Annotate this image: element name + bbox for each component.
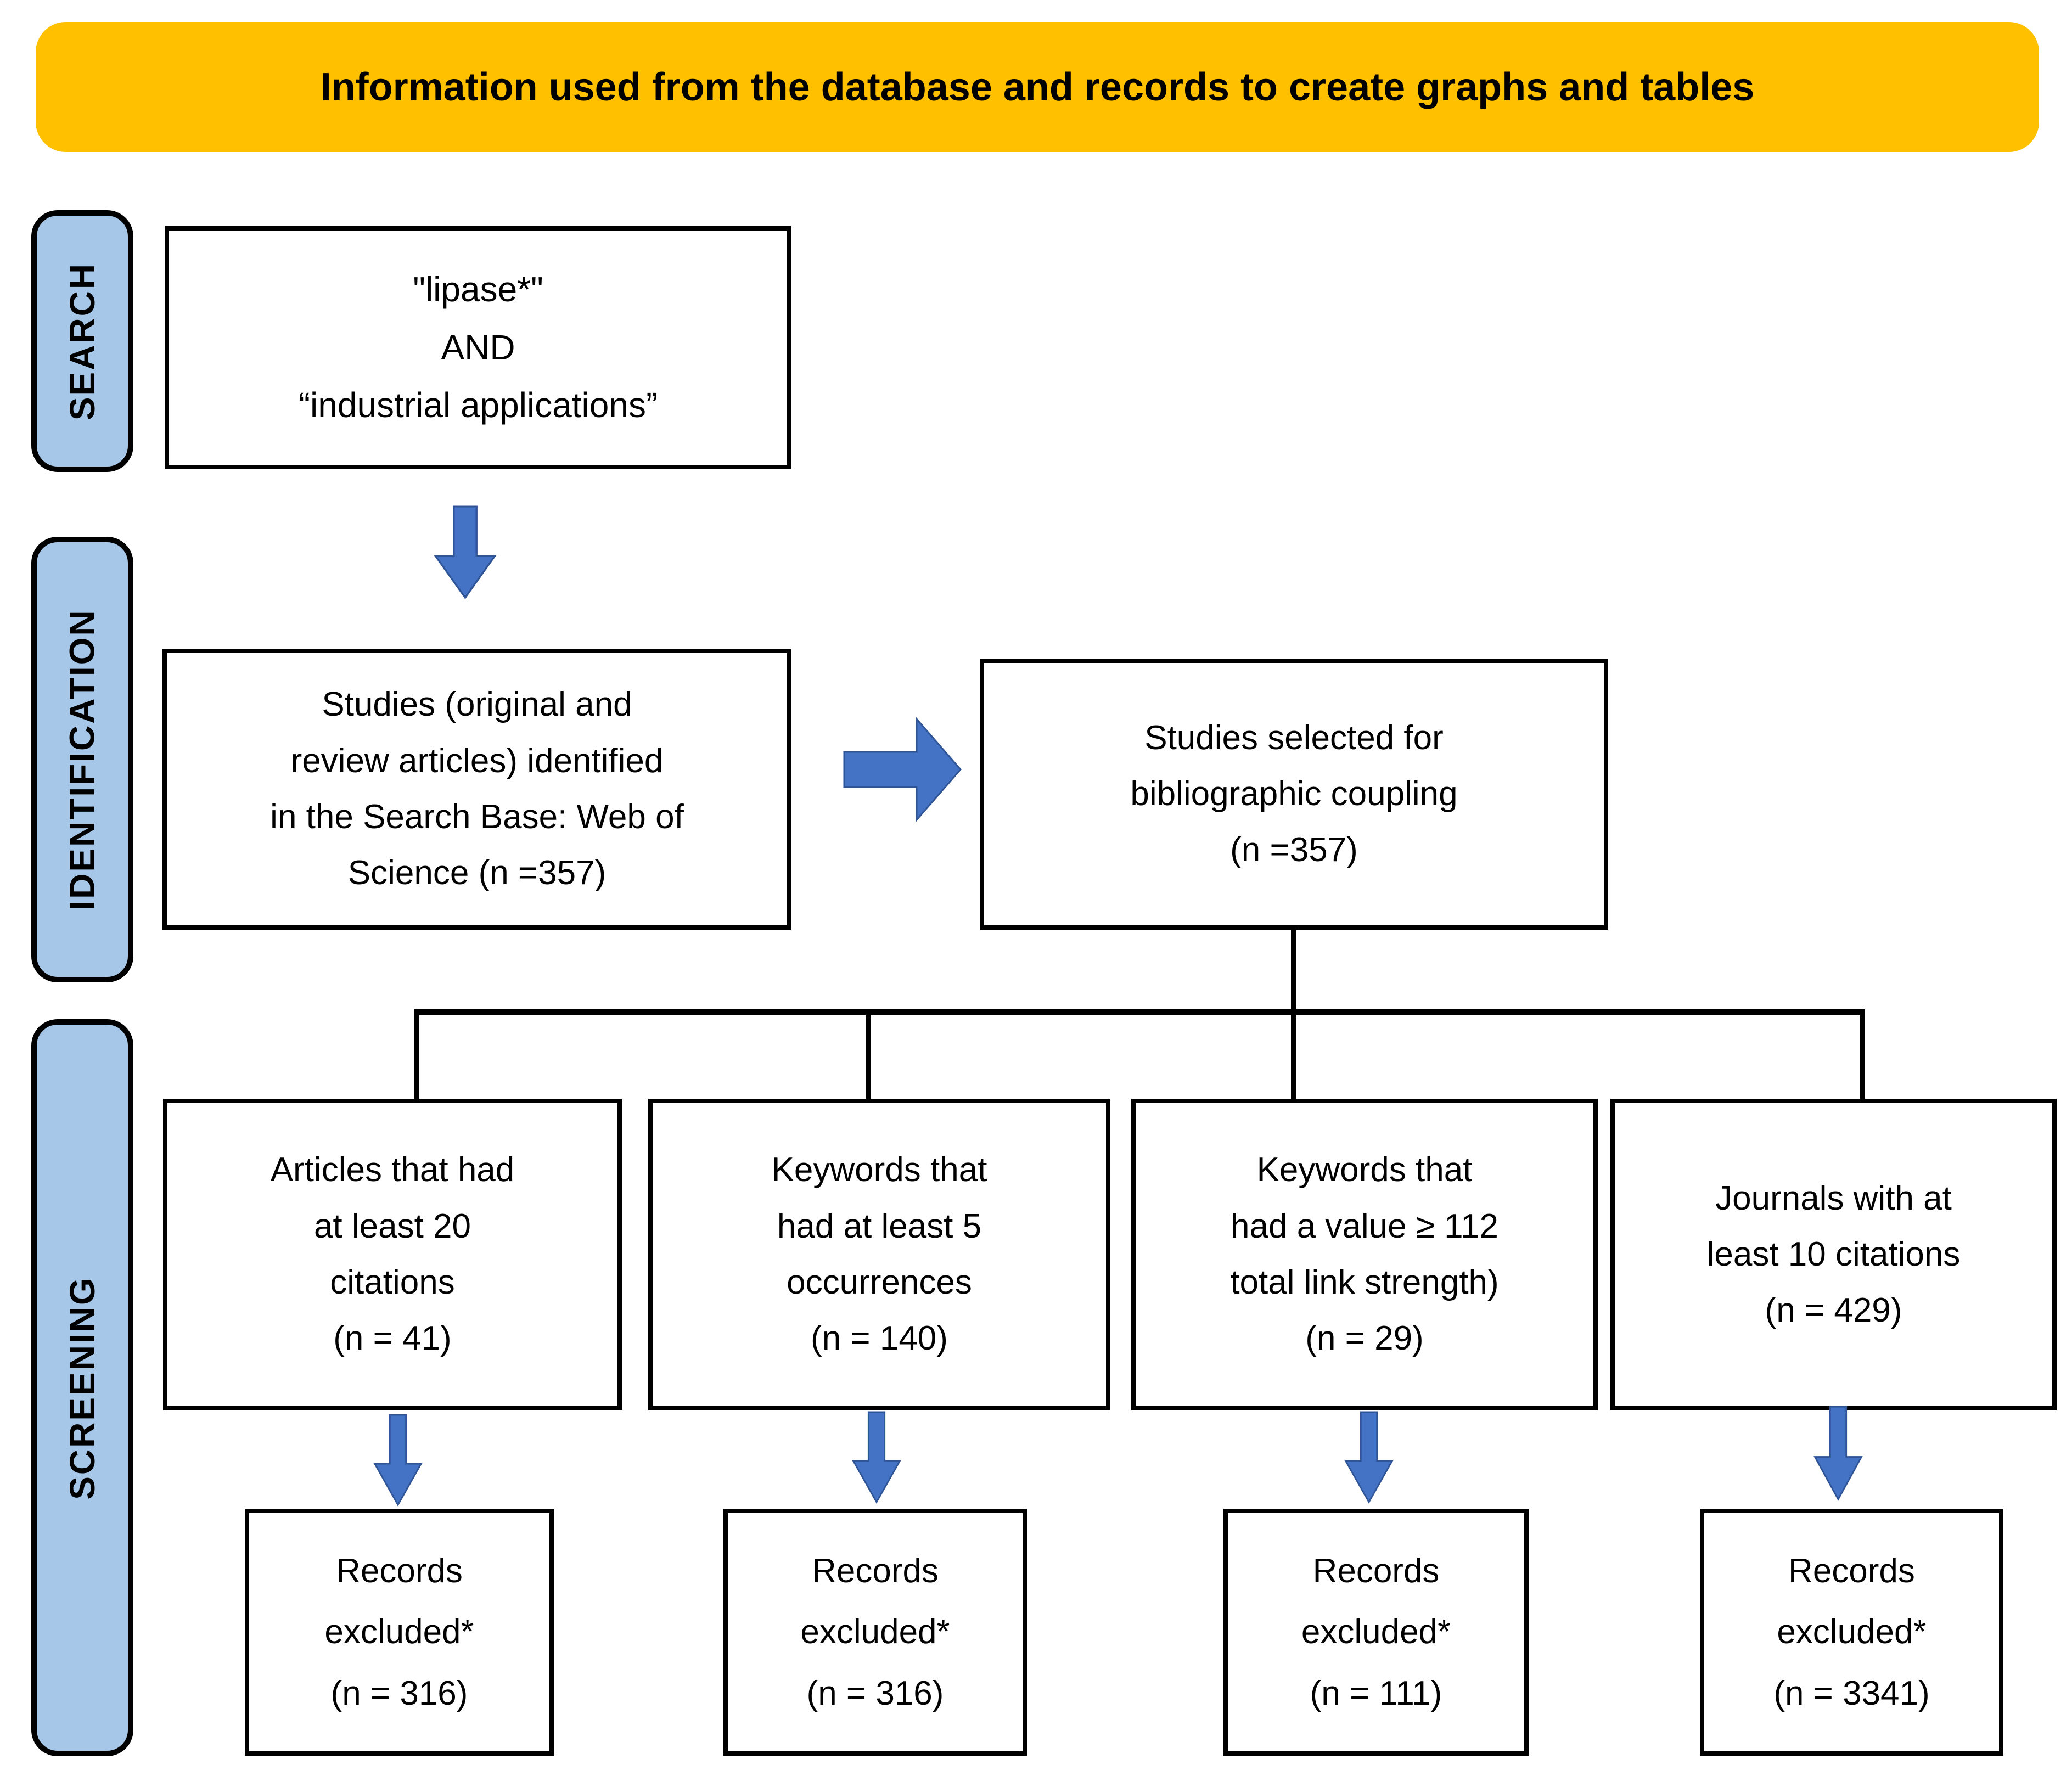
down-arrow-icon [1344,1410,1394,1504]
stage-label-search-text: SEARCH [63,262,102,420]
stage-label-identification-text: IDENTIFICATION [63,609,102,911]
criteria-box-articles-citations: Articles that had at least 20 citations … [163,1099,622,1410]
records-excluded-box: Records excluded* (n = 3341) [1700,1509,2003,1756]
criteria-box-journal-citations: Journals with at least 10 citations (n =… [1610,1099,2057,1410]
criteria-box-keyword-occurrences: Keywords that had at least 5 occurrences… [648,1099,1110,1410]
records-excluded-box: Records excluded* (n = 111) [1223,1509,1529,1756]
title-text: Information used from the database and r… [320,65,1755,109]
stage-label-identification: IDENTIFICATION [31,537,133,982]
stage-label-screening-text: SCREENING [63,1275,102,1500]
studies-selected-box: Studies selected for bibliographic coupl… [980,659,1608,930]
search-terms-box: "lipase*" AND “industrial applications” [165,226,791,469]
down-arrow-icon [851,1410,902,1504]
title-banner: Information used from the database and r… [36,22,2039,152]
down-arrow-icon [434,505,497,599]
stage-label-screening: SCREENING [31,1019,133,1756]
studies-identified-box: Studies (original and review articles) i… [162,649,791,930]
connector-stub-right [1860,1009,1865,1100]
connector-stub-left [414,1009,419,1100]
records-excluded-box: Records excluded* (n = 316) [245,1509,554,1756]
right-arrow-icon [843,715,963,824]
connector-stub-second [866,1009,871,1100]
connector-horizontal-line [414,1009,1865,1015]
down-arrow-icon [373,1413,423,1507]
down-arrow-icon [1813,1405,1863,1501]
criteria-box-link-strength: Keywords that had a value ≥ 112 total li… [1131,1099,1598,1410]
stage-label-search: SEARCH [31,210,133,472]
records-excluded-box: Records excluded* (n = 316) [723,1509,1027,1756]
